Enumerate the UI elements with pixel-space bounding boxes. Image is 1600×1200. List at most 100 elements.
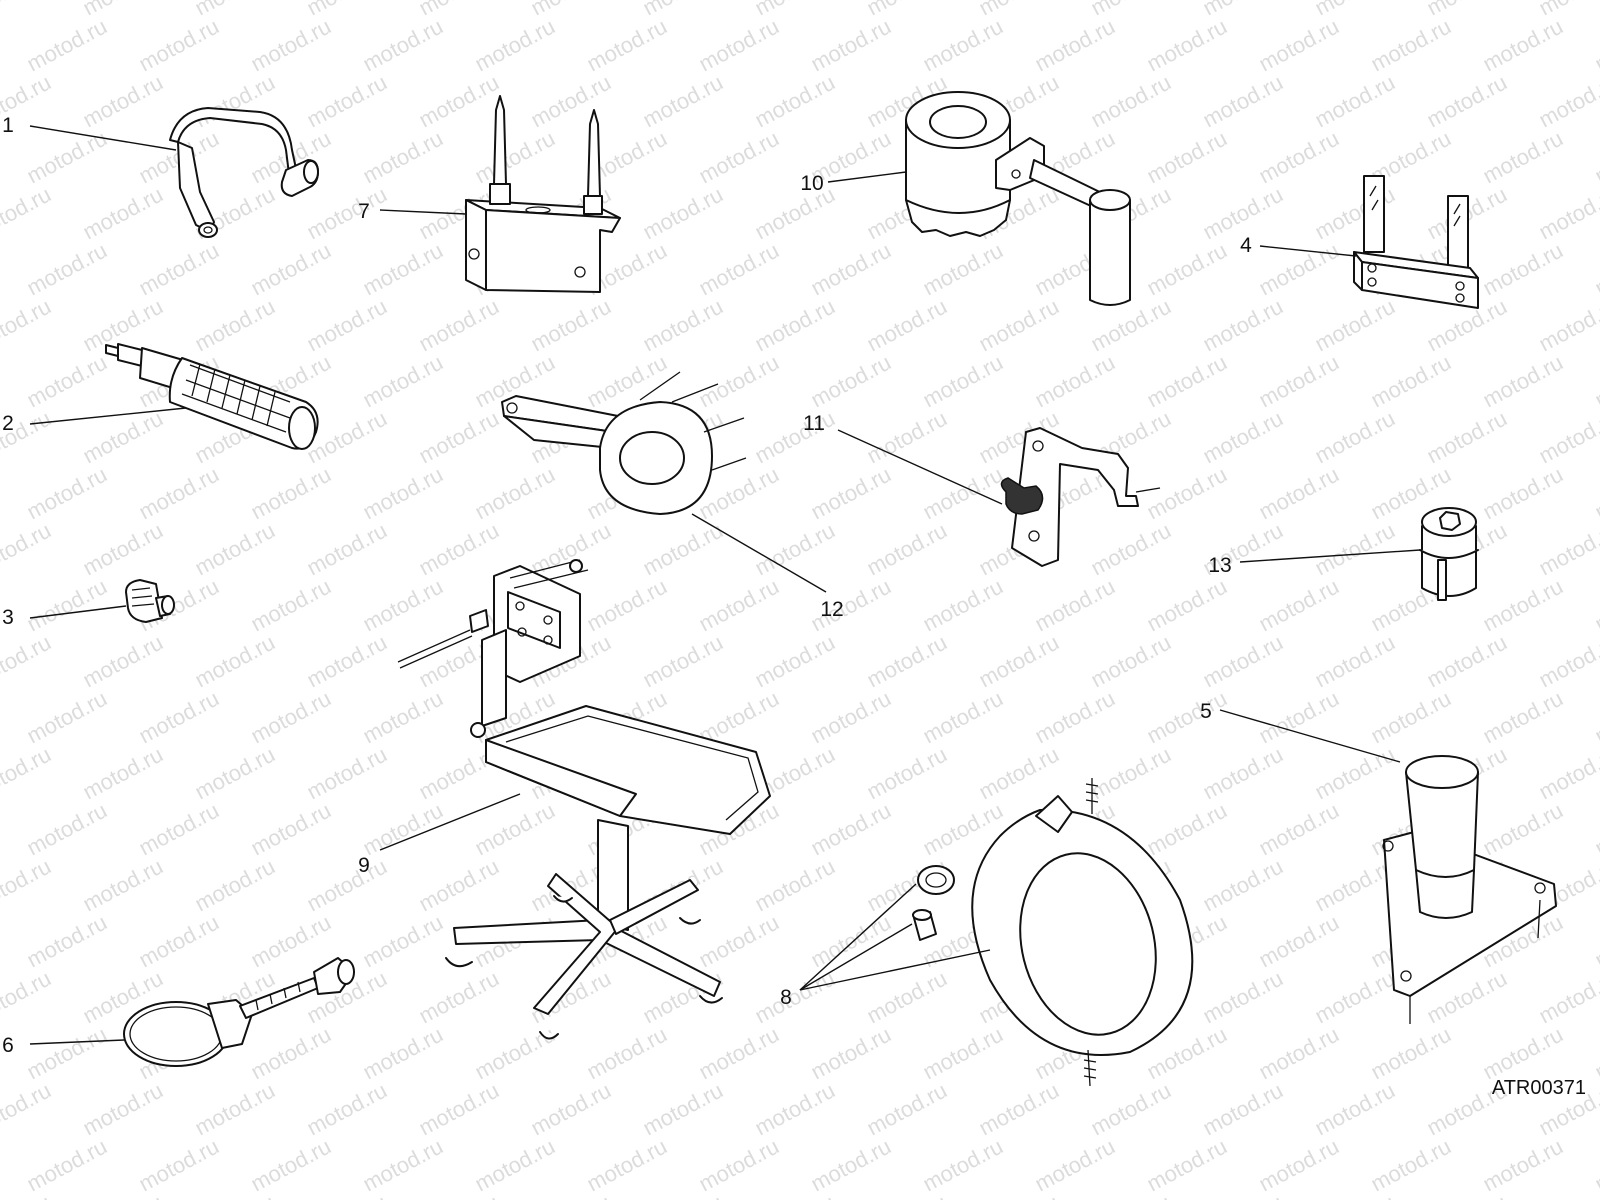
- watermark-text: motod.ru: [919, 1134, 1007, 1197]
- callout-11: 11: [803, 412, 825, 435]
- watermark-text: motod.ru: [751, 406, 839, 469]
- watermark-text: motod.ru: [751, 70, 839, 133]
- watermark-text: motod.ru: [807, 1022, 895, 1085]
- watermark-text: motod.ru: [1143, 574, 1231, 637]
- watermark-text: motod.ru: [639, 70, 727, 133]
- watermark-text: motod.ru: [527, 70, 615, 133]
- watermark-text: motod.ru: [79, 1190, 167, 1200]
- watermark-text: motod.ru: [471, 126, 559, 189]
- watermark-text: motod.ru: [1143, 1134, 1231, 1197]
- tool-9-workstand: [397, 559, 771, 1040]
- watermark-text: motod.ru: [23, 910, 111, 973]
- watermark-text: motod.ru: [1535, 630, 1600, 693]
- watermark-text: motod.ru: [1087, 518, 1175, 581]
- watermark-text: motod.ru: [1367, 686, 1455, 749]
- watermark-text: motod.ru: [23, 1134, 111, 1197]
- watermark-text: motod.ru: [1367, 1022, 1455, 1085]
- watermark-text: motod.ru: [247, 238, 335, 301]
- callout-8: 8: [780, 986, 792, 1009]
- watermark-text: motod.ru: [1087, 1078, 1175, 1141]
- watermark-text: motod.ru: [247, 14, 335, 77]
- watermark-text: motod.ru: [1199, 294, 1287, 357]
- watermark-text: motod.ru: [1255, 14, 1343, 77]
- watermark-text: motod.ru: [1255, 126, 1343, 189]
- watermark-text: motod.ru: [0, 1078, 55, 1141]
- watermark-text: motod.ru: [1311, 406, 1399, 469]
- watermark-text: motod.ru: [359, 462, 447, 525]
- watermark-text: motod.ru: [975, 1078, 1063, 1141]
- watermark-text: motod.ru: [975, 630, 1063, 693]
- watermark-text: motod.ru: [415, 406, 503, 469]
- watermark-text: motod.ru: [1255, 798, 1343, 861]
- watermark-text: motod.ru: [639, 1190, 727, 1200]
- watermark-text: motod.ru: [975, 1190, 1063, 1200]
- watermark-text: motod.ru: [191, 742, 279, 805]
- tool-3-bushing: [125, 579, 175, 623]
- watermark-text: motod.ru: [695, 126, 783, 189]
- watermark-text: motod.ru: [1423, 630, 1511, 693]
- watermark-text: motod.ru: [23, 126, 111, 189]
- watermark-text: motod.ru: [191, 518, 279, 581]
- watermark-text: motod.ru: [135, 1134, 223, 1197]
- watermark-text: motod.ru: [471, 14, 559, 77]
- watermark-text: motod.ru: [1591, 238, 1600, 301]
- tool-6-band-wrench: [123, 957, 355, 1067]
- watermark-text: motod.ru: [1031, 14, 1119, 77]
- watermark-text: motod.ru: [359, 238, 447, 301]
- watermark-text: motod.ru: [695, 910, 783, 973]
- watermark-text: motod.ru: [359, 1022, 447, 1085]
- watermark-text: motod.ru: [1087, 1190, 1175, 1200]
- watermark-text: motod.ru: [0, 966, 55, 1029]
- watermark-text: motod.ru: [1535, 294, 1600, 357]
- watermark-text: motod.ru: [751, 1190, 839, 1200]
- watermark-text: motod.ru: [807, 14, 895, 77]
- watermark-text: motod.ru: [1535, 518, 1600, 581]
- watermark-text: motod.ru: [695, 574, 783, 637]
- watermark-text: motod.ru: [863, 630, 951, 693]
- watermark-text: motod.ru: [1199, 1190, 1287, 1200]
- watermark-text: motod.ru: [1311, 294, 1399, 357]
- tool-11-bracket: [1000, 427, 1161, 567]
- callout-10: 10: [800, 172, 823, 195]
- watermark-text: motod.ru: [1591, 686, 1600, 749]
- tool-12-ring-holder: [501, 371, 747, 515]
- watermark-text: motod.ru: [1199, 406, 1287, 469]
- watermark-text: motod.ru: [79, 518, 167, 581]
- callout-3: 3: [2, 606, 14, 629]
- watermark-text: motod.ru: [975, 742, 1063, 805]
- watermark-text: motod.ru: [303, 742, 391, 805]
- watermark-text: motod.ru: [135, 910, 223, 973]
- watermark-text: motod.ru: [1479, 798, 1567, 861]
- watermark-text: motod.ru: [1087, 630, 1175, 693]
- watermark-text: motod.ru: [863, 294, 951, 357]
- watermark-text: motod.ru: [415, 518, 503, 581]
- watermark-text: motod.ru: [807, 462, 895, 525]
- watermark-text: motod.ru: [1199, 966, 1287, 1029]
- watermark-text: motod.ru: [471, 1022, 559, 1085]
- watermark-text: motod.ru: [1479, 350, 1567, 413]
- watermark-text: motod.ru: [807, 686, 895, 749]
- callout-13: 13: [1208, 554, 1231, 577]
- watermark-text: motod.ru: [695, 350, 783, 413]
- watermark-text: motod.ru: [1311, 630, 1399, 693]
- watermark-text: motod.ru: [1367, 14, 1455, 77]
- watermark-text: motod.ru: [1367, 350, 1455, 413]
- watermark-text: motod.ru: [79, 854, 167, 917]
- watermark-text: motod.ru: [23, 462, 111, 525]
- watermark-text: motod.ru: [0, 742, 55, 805]
- watermark-text: motod.ru: [1535, 966, 1600, 1029]
- watermark-text: motod.ru: [1143, 462, 1231, 525]
- watermark-text: motod.ru: [303, 294, 391, 357]
- watermark-text: motod.ru: [415, 966, 503, 1029]
- watermark-text: motod.ru: [527, 294, 615, 357]
- watermark-text: motod.ru: [807, 1134, 895, 1197]
- watermark-text: motod.ru: [0, 854, 55, 917]
- watermark-text: motod.ru: [1143, 798, 1231, 861]
- watermark-text: motod.ru: [359, 910, 447, 973]
- watermark-text: motod.ru: [359, 14, 447, 77]
- watermark-text: motod.ru: [303, 630, 391, 693]
- watermark-text: motod.ru: [863, 966, 951, 1029]
- watermark-text: motod.ru: [1143, 238, 1231, 301]
- watermark-text: motod.ru: [79, 70, 167, 133]
